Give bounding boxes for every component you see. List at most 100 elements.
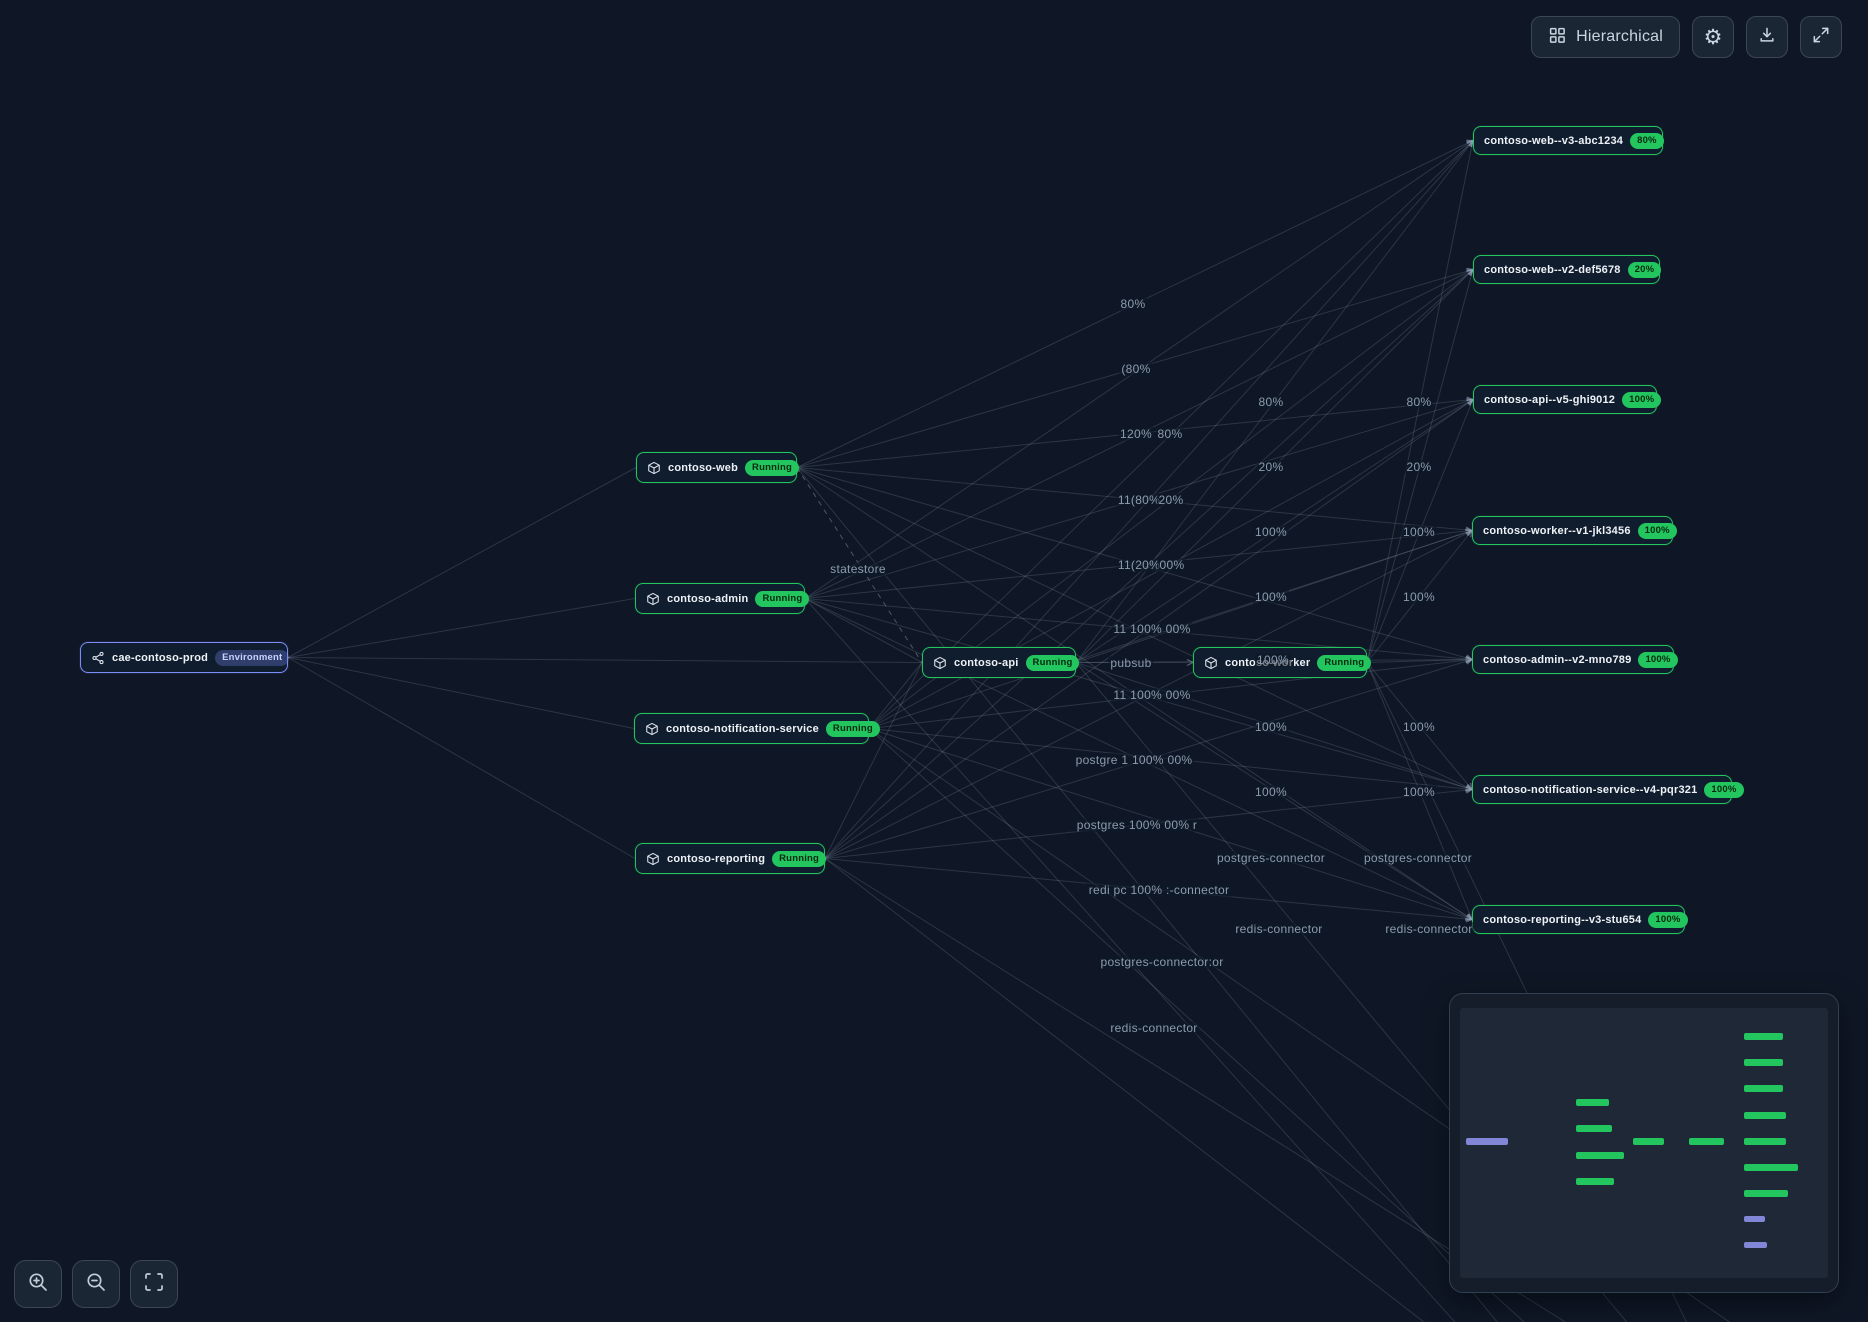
graph-edge	[287, 467, 637, 658]
download-button[interactable]	[1746, 16, 1788, 58]
graph-edge	[287, 657, 923, 663]
node-label: contoso-admin	[667, 592, 749, 605]
edge-label: 100%	[1253, 590, 1289, 604]
edge-label: 20%	[1156, 493, 1186, 507]
zoom-in-icon	[26, 1270, 50, 1299]
node-status-badge: 100%	[1638, 651, 1678, 668]
graph-edge	[824, 662, 923, 859]
edge-label: postgres-connector	[1214, 851, 1328, 865]
edge-label: postgres 100% 00% r	[1074, 818, 1200, 832]
node-status-badge: Running	[772, 850, 827, 867]
minimap-node	[1744, 1190, 1788, 1197]
layout-grid-icon	[1548, 26, 1566, 49]
expand-icon	[1811, 25, 1831, 50]
node-label: contoso-admin--v2-mno789	[1483, 653, 1632, 666]
node-label: contoso-web--v2-def5678	[1484, 263, 1621, 276]
edge-label: 11 100% 00%	[1111, 622, 1193, 636]
minimap-node	[1744, 1059, 1783, 1066]
cube-icon	[646, 592, 660, 606]
graph-edge	[796, 467, 923, 663]
edge-label: 100%	[1401, 720, 1437, 734]
minimap[interactable]	[1449, 993, 1839, 1293]
edge-label: 80%	[1155, 427, 1185, 441]
node-label: contoso-reporting	[667, 852, 766, 865]
cube-icon	[645, 722, 659, 736]
zoom-controls	[14, 1260, 178, 1308]
edge-label: redis-connector	[1108, 1021, 1200, 1035]
node-label: contoso-worker--v1-jkl3456	[1483, 524, 1631, 537]
edge-label: postgres-connector:or	[1098, 955, 1226, 969]
node-label: contoso-web--v3-abc1234	[1484, 134, 1624, 147]
minimap-node	[1744, 1112, 1786, 1119]
graph-node-contoso-reporting--v3-stu654[interactable]: contoso-reporting--v3-stu654 100%	[1472, 905, 1688, 934]
graph-node-contoso-reporting[interactable]: contoso-reporting Running	[635, 843, 827, 874]
graph-edge	[287, 657, 636, 859]
edge-label: 100%	[1401, 785, 1437, 799]
graph-edge	[287, 598, 636, 658]
layout-mode-button[interactable]: Hierarchical	[1531, 16, 1680, 58]
zoom-in-button[interactable]	[14, 1260, 62, 1308]
graph-node-contoso-admin--v2-mno789[interactable]: contoso-admin--v2-mno789 100%	[1472, 645, 1678, 674]
edge-label: pubsub	[1108, 656, 1154, 670]
node-label: contoso-reporting--v3-stu654	[1483, 913, 1642, 926]
node-status-badge: 80%	[1630, 132, 1664, 149]
edge-label: 100%	[1253, 720, 1289, 734]
cube-icon	[1204, 656, 1218, 670]
node-status-badge: Running	[745, 459, 799, 476]
graph-node-contoso-api--v5-ghi9012[interactable]: contoso-api--v5-ghi9012 100%	[1473, 385, 1662, 414]
fullscreen-button[interactable]	[1800, 16, 1842, 58]
graph-node-contoso-api[interactable]: contoso-api Running	[922, 647, 1080, 678]
node-status-badge: Running	[825, 720, 880, 737]
graph-toolbar: Hierarchical ⚙	[1531, 16, 1842, 58]
edge-label: 80%	[1404, 395, 1434, 409]
graph-edge	[1366, 656, 1474, 664]
settings-button[interactable]: ⚙	[1692, 16, 1734, 58]
node-label: contoso-api--v5-ghi9012	[1484, 393, 1616, 406]
edge-label: 80%	[1118, 297, 1148, 311]
graph-node-contoso-notification-service--v4-pqr321[interactable]: contoso-notification-service--v4-pqr321 1…	[1472, 775, 1744, 804]
layout-mode-label: Hierarchical	[1576, 28, 1663, 45]
node-status-badge: Running	[1025, 654, 1080, 671]
edge-label: 00%	[1157, 558, 1187, 572]
download-icon	[1757, 25, 1777, 50]
graph-edge	[804, 598, 923, 663]
cube-icon	[646, 852, 660, 866]
node-label: contoso-api	[954, 656, 1019, 669]
edge-label: redis-connector	[1383, 922, 1475, 936]
node-status-badge: 100%	[1704, 781, 1744, 798]
node-label: contoso-notification-service--v4-pqr321	[1483, 783, 1698, 796]
minimap-node	[1744, 1033, 1783, 1040]
node-label: contoso-web	[668, 461, 739, 474]
node-status-badge: Environment	[215, 649, 290, 666]
graph-edge	[796, 467, 1498, 1322]
edge-label: 100%	[1255, 653, 1291, 667]
graph-edge	[804, 598, 1456, 1322]
zoom-out-icon	[84, 1270, 108, 1299]
graph-node-contoso-web--v2-def5678[interactable]: contoso-web--v2-def5678 20%	[1473, 255, 1662, 284]
node-status-badge: 100%	[1648, 911, 1688, 928]
node-status-badge: 20%	[1627, 261, 1662, 278]
zoom-out-button[interactable]	[72, 1260, 120, 1308]
graph-edge	[868, 728, 1525, 1322]
fit-view-button[interactable]	[130, 1260, 178, 1308]
graph-node-contoso-web--v3-abc1234[interactable]: contoso-web--v3-abc1234 80%	[1473, 126, 1664, 155]
minimap-node	[1576, 1178, 1614, 1185]
edge-label: 100%	[1253, 785, 1289, 799]
minimap-node	[1744, 1138, 1786, 1145]
gear-icon: ⚙	[1703, 25, 1723, 49]
edge-label: 11(80%	[1115, 493, 1163, 507]
minimap-node	[1576, 1152, 1624, 1159]
edge-label: postgre 1 100% 00%	[1073, 753, 1195, 767]
edge-label: 11 100% 00%	[1111, 688, 1193, 702]
edge-label: 20%	[1256, 460, 1286, 474]
graph-node-contoso-web[interactable]: contoso-web Running	[636, 452, 799, 483]
node-status-badge: 100%	[1622, 391, 1662, 408]
edge-label: 100%	[1401, 590, 1437, 604]
minimap-node	[1744, 1216, 1765, 1222]
cube-icon	[647, 461, 661, 475]
